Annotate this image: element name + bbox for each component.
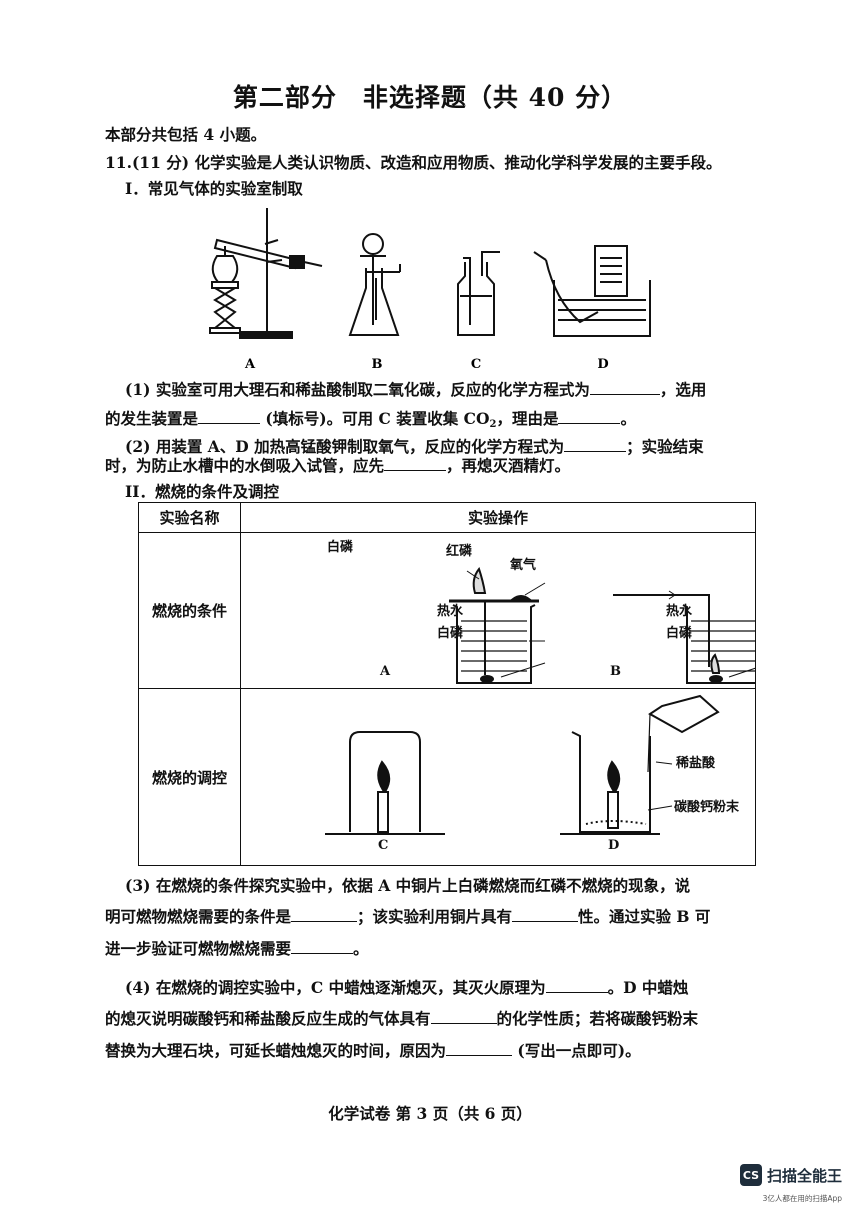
combustion-experiment-table: 实验名称 实验操作 燃烧的条件: [138, 502, 756, 866]
apparatus-label-c: C: [471, 357, 481, 372]
q2-blank-equation[interactable]: [564, 437, 627, 452]
question-2-line-2: 时，为防止水槽中的水倒吸入试管，应先 ，再熄灭酒精灯。: [105, 454, 570, 476]
q1-blank-device[interactable]: [198, 409, 261, 424]
question-3-line-2: 明可燃物燃烧需要的条件是 ；该实验利用铜片具有 性。通过实验 B 可: [105, 905, 710, 927]
scanner-watermark: CS 扫描全能王: [739, 1164, 842, 1186]
q1-text-a: (1) 实验室可用大理石和稀盐酸制取二氧化碳，反应的化学方程式为: [125, 380, 590, 399]
q4-blank-reason[interactable]: [446, 1041, 513, 1056]
label-calcium-carbonate-powder: 碳酸钙粉末: [674, 800, 740, 815]
q2-text-c: 时，为防止水槽中的水倒吸入试管，应先: [105, 456, 385, 475]
cell-conditions-diagrams: [240, 532, 756, 689]
table-header-name: 实验名称: [138, 502, 241, 533]
question-number: 11.: [105, 153, 132, 172]
q3-blank-property[interactable]: [512, 907, 579, 922]
row-combustion-control: 燃烧的调控: [138, 688, 241, 866]
label-white-phosphorus-top: 白磷: [327, 540, 354, 555]
question-4-line-2: 的熄灭说明碳酸钙和稀盐酸反应生成的气体具有 的化学性质；若将碳酸钙粉末: [105, 1007, 698, 1029]
question-3-line-1: (3) 在燃烧的条件探究实验中，依据 A 中铜片上白磷燃烧而红磷不燃烧的现象，说: [125, 876, 691, 895]
q1-blank-reason[interactable]: [558, 409, 621, 424]
q4-text-e: 替换为大理石块，可延长蜡烛熄灭的时间，原因为: [105, 1041, 447, 1060]
question-1-line-2: 的发生装置是 (填标号)。可用 C 装置收集 CO2，理由是 。: [105, 407, 636, 430]
part1-title: I．常见气体的实验室制取: [125, 179, 303, 198]
label-white-phosphorus-b: 白磷: [666, 626, 693, 641]
q3-text-c: ；该实验利用铜片具有: [357, 907, 513, 926]
gas-apparatus-figure: A B C D: [209, 208, 651, 372]
combustion-control-figure: [325, 694, 720, 835]
question-1-line-1: (1) 实验室可用大理石和稀盐酸制取二氧化碳，反应的化学方程式为 ，选用: [125, 378, 706, 400]
q3-text-d: 性。通过实验 B 可: [578, 907, 711, 926]
apparatus-d-image: [533, 245, 651, 337]
scanner-logo-icon: CS: [739, 1164, 762, 1186]
q2-text-b: ；实验结束: [626, 437, 704, 456]
q3-text-f: 。: [353, 939, 369, 958]
cell-control-diagrams: [240, 688, 756, 866]
scanner-tagline: 3亿人都在用的扫描App: [762, 1194, 842, 1203]
label-setup-c: C: [378, 838, 389, 853]
label-dilute-acid: 稀盐酸: [676, 756, 716, 771]
q1-text-b: ，选用: [659, 380, 707, 399]
question-11-stem: 11.(11 分) 化学实验是人类认识物质、改造和应用物质、推动化学科学发展的主…: [105, 151, 722, 173]
label-beaker-a: A: [380, 664, 391, 679]
label-hot-water-b: 热水: [666, 604, 693, 619]
label-setup-d: D: [608, 838, 620, 853]
label-hot-water-a: 热水: [437, 604, 464, 619]
apparatus-a-image: [209, 208, 323, 339]
combustion-conditions-figure: [449, 566, 755, 684]
question-2-line-1: (2) 用装置 A、D 加热高锰酸钾制取氧气，反应的化学方程式为 ；实验结束: [125, 435, 704, 457]
q4-blank-chemical-property[interactable]: [430, 1009, 497, 1024]
q4-text-d: 的化学性质；若将碳酸钙粉末: [496, 1009, 699, 1028]
q1-text-c: 的发生装置是: [105, 409, 199, 428]
q2-blank-step[interactable]: [384, 456, 447, 471]
q1-text-d: (填标号)。可用 C 装置收集 CO: [265, 409, 490, 428]
question-4-line-3: 替换为大理石块，可延长蜡烛熄灭的时间，原因为 (写出一点即可)。: [105, 1039, 641, 1061]
table-header-operation: 实验操作: [240, 502, 756, 533]
q3-blank-condition[interactable]: [291, 907, 358, 922]
label-red-phosphorus: 红磷: [446, 544, 473, 559]
q1-subscript: 2: [489, 419, 497, 430]
q3-text-e: 进一步验证可燃物燃烧需要: [105, 939, 292, 958]
intro-text: 本部分共包括 4 小题。: [105, 125, 267, 144]
label-white-phosphorus-a: 白磷: [437, 626, 464, 641]
section-heading: 第二部分 非选择题（共 40 分）: [232, 83, 628, 112]
q4-blank-principle[interactable]: [545, 978, 608, 993]
apparatus-b-image: [348, 233, 401, 336]
question-3-line-3: 进一步验证可燃物燃烧需要 。: [105, 937, 369, 959]
label-oxygen: 氧气: [510, 558, 537, 573]
apparatus-label-a: A: [244, 357, 256, 372]
q3-text-b: 明可燃物燃烧需要的条件是: [105, 907, 292, 926]
question-4-line-1: (4) 在燃烧的调控实验中，C 中蜡烛逐渐熄灭，其灭火原理为 。D 中蜡烛: [125, 976, 688, 998]
part2-title: II．燃烧的条件及调控: [125, 482, 280, 501]
q4-text-c: 的熄灭说明碳酸钙和稀盐酸反应生成的气体具有: [105, 1009, 431, 1028]
label-beaker-b: B: [610, 664, 621, 679]
q2-text-d: ，再熄灭酒精灯。: [446, 456, 571, 475]
apparatus-c-image: [457, 251, 500, 336]
q3-blank-requirement[interactable]: [291, 939, 354, 954]
question-points: (11 分): [131, 153, 190, 172]
row-combustion-conditions: 燃烧的条件: [138, 532, 241, 689]
q4-text-b: 。D 中蜡烛: [607, 978, 689, 997]
q1-text-f: 。: [620, 409, 636, 428]
q4-text-f: (写出一点即可)。: [517, 1041, 641, 1060]
apparatus-label-b: B: [372, 357, 383, 372]
q1-text-e: ，理由是: [496, 409, 559, 428]
q4-text-a: (4) 在燃烧的调控实验中，C 中蜡烛逐渐熄灭，其灭火原理为: [125, 978, 546, 997]
question-stem: 化学实验是人类认识物质、改造和应用物质、推动化学科学发展的主要手段。: [194, 153, 722, 172]
q1-blank-equation[interactable]: [589, 380, 660, 395]
page-footer: 化学试卷 第 3 页（共 6 页）: [328, 1104, 532, 1123]
apparatus-label-d: D: [597, 357, 608, 372]
q2-text-a: (2) 用装置 A、D 加热高锰酸钾制取氧气，反应的化学方程式为: [125, 437, 565, 456]
scanner-app-name: 扫描全能王: [766, 1166, 842, 1185]
